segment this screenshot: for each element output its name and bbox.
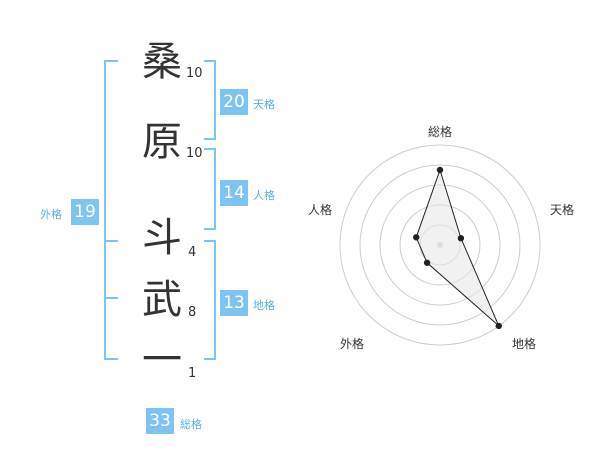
radar-axis-soukaku: 総格 xyxy=(428,125,453,139)
radar-point-天格 xyxy=(457,235,465,242)
radar-point-総格 xyxy=(436,166,444,174)
jinkaku-value: 14 xyxy=(220,180,248,206)
radar-ring xyxy=(339,144,541,346)
jinkaku-label: 人格 xyxy=(253,189,275,202)
radar-ring xyxy=(359,164,521,326)
jinkaku-bracket xyxy=(204,148,216,230)
surname-char-1: 桑 xyxy=(142,39,182,85)
radar-shape xyxy=(415,168,500,327)
chikaku-label: 地格 xyxy=(253,299,275,312)
chikaku-bracket xyxy=(204,240,216,360)
surname-char-2-strokes: 10 xyxy=(186,146,203,161)
radar-point-人格 xyxy=(413,234,420,241)
tenkaku-value: 20 xyxy=(220,89,248,115)
radar-axis-jinkaku: 人格 xyxy=(308,203,333,217)
given-char-1: 斗 xyxy=(142,215,182,261)
bracket-tick xyxy=(104,297,118,299)
gaikaku-label: 外格 xyxy=(40,208,62,221)
radar-axis-gaikaku: 外格 xyxy=(340,337,365,351)
chikaku-value: 13 xyxy=(220,290,248,316)
soukaku-value: 33 xyxy=(146,408,174,434)
radar-point-地格 xyxy=(495,322,502,330)
gaikaku-value: 19 xyxy=(71,199,99,225)
given-char-1-strokes: 4 xyxy=(188,245,197,260)
given-char-3: 一 xyxy=(142,337,182,383)
tenkaku-bracket xyxy=(204,60,216,140)
soukaku-label: 総格 xyxy=(180,418,202,431)
radar-axis-chikaku: 地格 xyxy=(512,337,537,351)
gaikaku-bracket-mid xyxy=(104,60,106,360)
given-char-2: 武 xyxy=(142,277,182,323)
surname-char-1-strokes: 10 xyxy=(186,66,203,81)
surname-char-2: 原 xyxy=(142,119,182,165)
bracket-tick xyxy=(104,240,118,242)
radar-axis-tenkaku: 天格 xyxy=(550,203,575,217)
given-char-2-strokes: 8 xyxy=(188,305,197,320)
given-char-3-strokes: 1 xyxy=(188,366,197,381)
tenkaku-label: 天格 xyxy=(253,98,275,111)
radar-point-外格 xyxy=(423,259,431,266)
